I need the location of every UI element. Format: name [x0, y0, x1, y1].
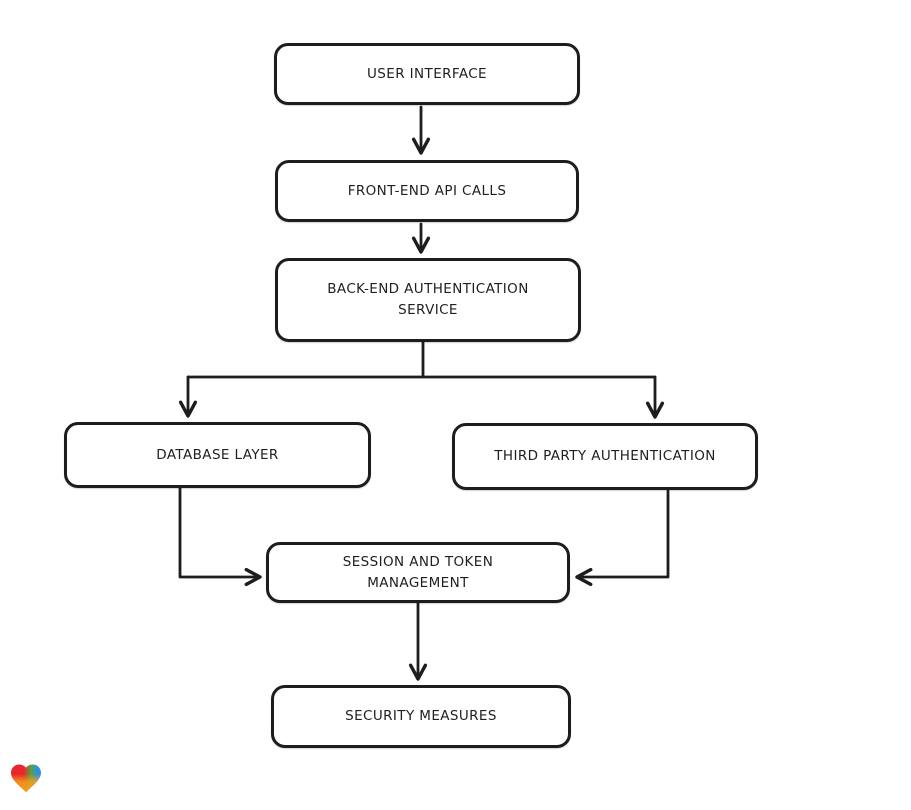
- node-security-measures-label: SECURITY MEASURES: [345, 708, 497, 725]
- node-back-end-authentication-service-label: BACK-END AUTHENTICATION SERVICE: [327, 281, 529, 318]
- node-third-party-authentication: THIRD PARTY AUTHENTICATION: [452, 423, 758, 490]
- edge-database-to-session: [178, 486, 262, 587]
- node-back-end-authentication-service: BACK-END AUTHENTICATION SERVICE: [275, 258, 581, 342]
- node-third-party-authentication-label: THIRD PARTY AUTHENTICATION: [494, 448, 716, 465]
- node-front-end-api-calls-label: FRONT-END API CALLS: [347, 182, 507, 199]
- node-front-end-api-calls: FRONT-END API CALLS: [275, 160, 579, 222]
- node-session-and-token-management: SESSION AND TOKEN MANAGEMENT: [266, 542, 570, 603]
- heart-gradient-icon: [11, 764, 41, 793]
- edge-back-end-branch-trunk: [186, 340, 657, 379]
- node-database-layer-label: DATABASE LAYER: [156, 446, 279, 463]
- edge-third-party-to-session: [575, 489, 670, 587]
- node-user-interface: USER INTERFACE: [274, 43, 580, 105]
- node-database-layer: DATABASE LAYER: [64, 422, 371, 488]
- node-user-interface-label: USER INTERFACE: [367, 65, 487, 82]
- node-security-measures: SECURITY MEASURES: [271, 685, 571, 748]
- node-session-and-token-management-label: SESSION AND TOKEN MANAGEMENT: [342, 553, 494, 591]
